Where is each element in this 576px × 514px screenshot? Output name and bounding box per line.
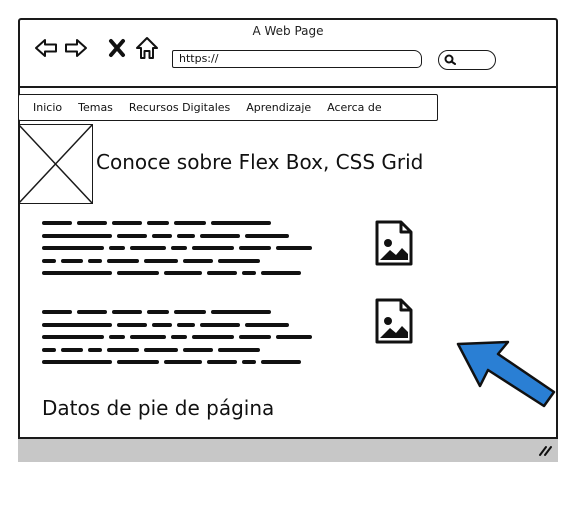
pointer-arrow-icon [454,336,560,412]
forward-button[interactable] [64,36,88,60]
text-block-1 [42,221,312,284]
page-title: Conoce sobre Flex Box, CSS Grid [96,150,424,174]
url-input[interactable]: https:// [172,50,422,68]
nav-bar: Inicio Temas Recursos Digitales Aprendiz… [18,94,438,121]
footer-text: Datos de pie de página [42,396,275,420]
text-block-2 [42,310,312,373]
image-file-icon [375,220,413,266]
arrow-left-icon [35,39,57,57]
image-placeholder [18,124,93,204]
resize-grip-icon [539,446,552,456]
nav-item-acerca-de[interactable]: Acerca de [327,101,382,114]
window-title: A Web Page [252,24,324,38]
close-icon [109,39,125,57]
image-icon-1 [374,219,414,267]
stop-button[interactable] [108,38,126,58]
search-icon [444,54,456,65]
search-button[interactable] [438,50,496,70]
image-icon-2 [374,297,414,345]
nav-item-recursos-digitales[interactable]: Recursos Digitales [128,101,231,114]
resize-handle[interactable] [538,444,552,456]
nav-item-aprendizaje[interactable]: Aprendizaje [246,101,312,114]
nav-item-temas[interactable]: Temas [78,101,113,114]
image-file-icon [375,298,413,344]
nav-item-inicio[interactable]: Inicio [33,101,63,114]
browser-window: A Web Page [18,18,558,462]
back-button[interactable] [34,36,58,60]
arrow-right-icon [65,39,87,57]
home-button[interactable] [135,36,159,60]
toolbar-divider [18,86,558,88]
image-placeholder-icon [19,125,92,203]
status-bar [18,437,558,462]
home-icon [136,37,158,59]
